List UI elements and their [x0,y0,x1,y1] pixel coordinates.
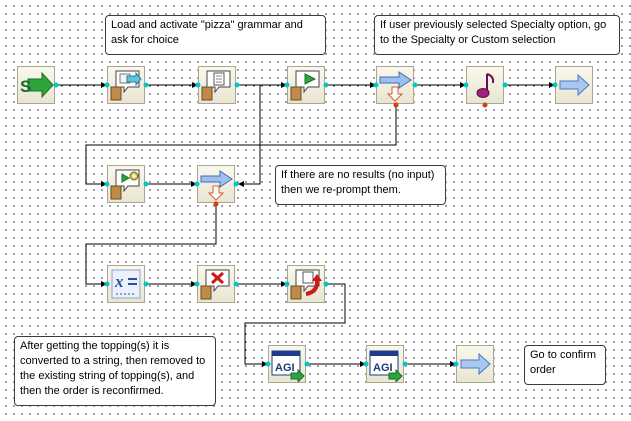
return-arrow-prompt-icon [290,269,322,300]
svg-text:x: x [114,272,124,291]
svg-text:AGI: AGI [373,362,393,374]
music-node[interactable] [466,66,504,104]
agi-node-1[interactable]: AGI [268,345,306,383]
goto-node-2[interactable] [456,345,494,383]
goto-arrow-icon [460,352,491,376]
music-note-icon [476,73,495,98]
svg-text:AGI: AGI [275,362,295,374]
variable-x-icon: x [111,269,141,299]
svg-text:S: S [20,77,31,96]
agi-node-2[interactable]: AGI [366,345,404,383]
document-prompt-icon [201,70,231,101]
document-prompt-node[interactable] [198,66,236,104]
agi-window-icon: AGI [369,350,403,382]
play-prompt-icon [290,70,320,101]
gear-prompt-icon [110,169,140,200]
goto-node-1[interactable] [555,66,593,104]
start-node[interactable]: S [17,66,55,104]
grammar-prompt-icon [110,70,142,101]
error-x-prompt-icon [200,269,230,300]
gear-prompt-node[interactable] [107,165,145,203]
no-result-branch-node[interactable] [197,165,235,203]
error-prompt-node[interactable] [197,265,235,303]
note-confirm[interactable]: Go to confirm order [524,345,606,385]
play-prompt-node[interactable] [287,66,325,104]
note-topping[interactable]: After getting the topping(s) it is conve… [14,336,216,406]
note-no-results[interactable]: If there are no results (no input) then … [275,165,446,205]
return-prompt-node[interactable] [287,265,325,303]
specialty-branch-node[interactable] [376,66,414,104]
note-load-activate[interactable]: Load and activate "pizza" grammar and as… [105,15,326,55]
agi-window-icon: AGI [271,350,305,382]
goto-arrow-icon [559,73,590,97]
branch-arrow-icon [200,170,233,201]
branch-arrow-icon [379,71,412,102]
note-specialty[interactable]: If user previously selected Specialty op… [374,15,620,55]
variable-node[interactable]: x [107,265,145,303]
grammar-prompt-node[interactable] [107,66,145,104]
start-s-arrow-icon: S [20,71,54,99]
